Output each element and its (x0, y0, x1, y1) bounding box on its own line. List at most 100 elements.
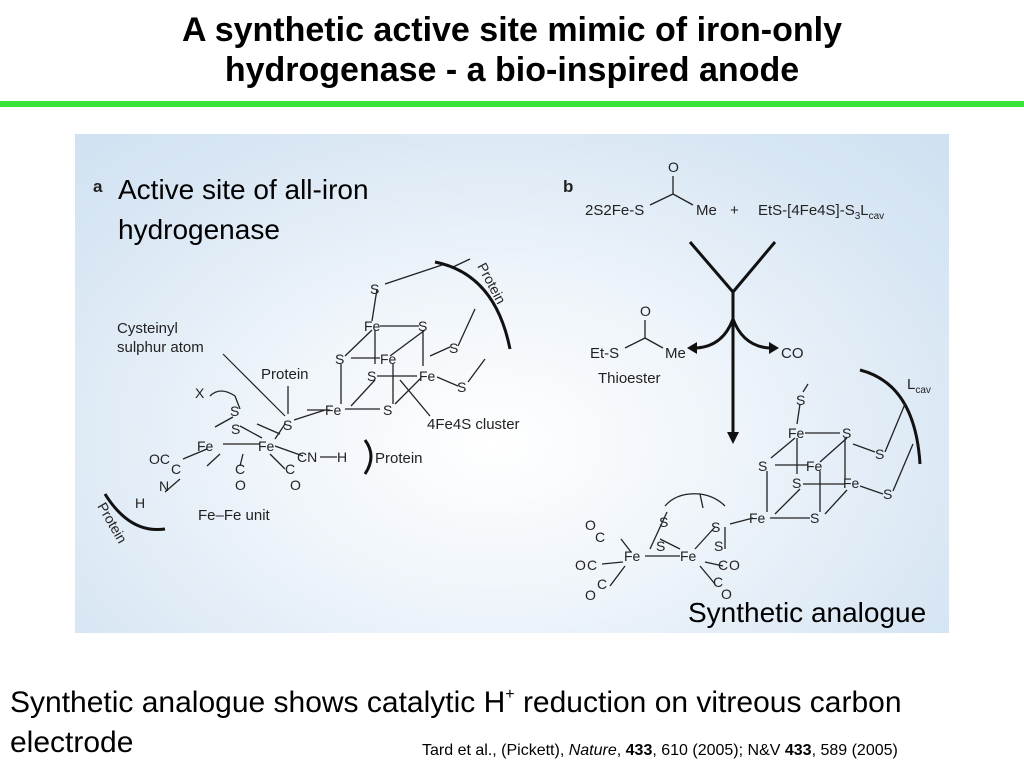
panel-a-caption: Active site of all-iron hydrogenase (118, 170, 448, 250)
atom-fe: Fe (788, 425, 805, 441)
panel-a-cubane-atoms: S Fe S S Fe S S Fe S Fe S (325, 281, 466, 418)
conclusion-part1: Synthetic analogue shows catalytic H (10, 686, 506, 719)
atom-s: S (714, 538, 723, 554)
protein-arc-right (434, 260, 512, 350)
c-me-bond (672, 193, 694, 206)
co-c-1: C (595, 529, 605, 545)
atom-n: N (159, 478, 169, 494)
x-atom: X (195, 385, 205, 401)
citation-nv-volume: 433 (784, 742, 812, 759)
lcav-l: L (907, 376, 915, 393)
atom-s: S (796, 392, 805, 408)
thioester-label: Thioester (598, 370, 661, 387)
atom-fe-left: Fe (624, 548, 641, 564)
co-o-1: O (585, 517, 596, 533)
thioester-ets: Et-S (590, 345, 619, 362)
protein-arc-cn (363, 439, 373, 475)
citation-journal: Nature (568, 742, 617, 759)
oc-2: O (575, 557, 586, 573)
atom-fe: Fe (380, 351, 397, 367)
hydrogenase-figure: a Cysteinyl sulphur atom (75, 134, 949, 633)
atom-s: S (792, 475, 801, 491)
atom-s: S (449, 340, 458, 356)
atom-s: S (383, 402, 392, 418)
atom-s: S (842, 425, 851, 441)
co-o-4: O (729, 557, 740, 573)
reactant-2-sub: 3 (855, 211, 861, 222)
cysteinyl-label-2: sulphur atom (117, 339, 204, 356)
cysteinyl-label-1: Cysteinyl (117, 320, 178, 337)
cn-label: CN (297, 449, 317, 465)
panel-a-cubane-bonds (307, 258, 486, 417)
methyl-label: Me (696, 202, 717, 219)
citation-pages: , 610 (2005); N&V (652, 742, 785, 759)
conclusion-superscript: + (505, 686, 515, 703)
protein-cn-label: Protein (375, 450, 423, 467)
atom-s: S (230, 403, 239, 419)
arrow-head-down (727, 432, 739, 444)
lcav-cav: cav (915, 385, 931, 396)
atom-fe: Fe (843, 475, 860, 491)
panel-b-label: b (563, 177, 573, 196)
panel-b-caption: Synthetic analogue (688, 597, 927, 628)
atom-fe: Fe (749, 510, 766, 526)
atom-fe-right: Fe (258, 438, 275, 454)
cys-s-atom: S (283, 417, 292, 433)
thioester-sc (624, 337, 646, 349)
atom-s: S (659, 514, 668, 530)
slide-title: A synthetic active site mimic of iron-on… (0, 10, 1024, 90)
citation-sep: , (616, 742, 626, 759)
slide-title-line1: A synthetic active site mimic of iron-on… (181, 11, 842, 49)
atom-fe: Fe (419, 368, 436, 384)
protein-top-label: Protein (261, 366, 309, 383)
fefe-unit-label: Fe–Fe unit (198, 507, 271, 524)
atom-s: S (810, 510, 819, 526)
co-c-3: C (597, 576, 607, 592)
oc-left: OC (149, 451, 170, 467)
atom-s: S (367, 368, 376, 384)
protein-arc-left (103, 493, 166, 532)
atom-s: S (758, 458, 767, 474)
slide-title-line2: hydrogenase - a bio-inspired anode (224, 51, 800, 89)
panel-a-caption-line1: Active site of all-iron (118, 174, 369, 205)
co-o-3: O (585, 587, 596, 603)
reaction-arrows (688, 241, 777, 434)
citation-authors: Tard et al., (Pickett), (422, 742, 569, 759)
plus-sign: + (730, 202, 739, 219)
panel-a-caption-line2: hydrogenase (118, 214, 280, 245)
title-underline (0, 101, 1024, 107)
terminal-o: O (290, 477, 301, 493)
thioester-cme (644, 337, 664, 349)
panel-a-label: a (93, 177, 103, 196)
thioester-o: O (640, 303, 651, 319)
panel-b-fefe-bonds (601, 493, 726, 587)
lcav-arc (859, 368, 922, 465)
reactant-1: 2S2Fe-S (585, 202, 644, 219)
cysteinyl-pointer (222, 353, 286, 417)
citation-nv-pages: , 589 (2005) (811, 742, 898, 759)
reactant-2-cav: cav (869, 211, 885, 222)
atom-fe-right: Fe (680, 548, 697, 564)
atom-s: S (370, 281, 379, 297)
atom-c: C (171, 461, 181, 477)
terminal-c: C (285, 461, 295, 477)
carbonyl-o: O (668, 159, 679, 175)
co-c-4: C (718, 557, 728, 573)
atom-s: S (711, 519, 720, 535)
bridging-c: C (235, 461, 245, 477)
atom-fe: Fe (364, 318, 381, 334)
co-c-5: C (713, 574, 723, 590)
reactant-2-l: L (860, 202, 868, 219)
oc-c-2: C (587, 557, 597, 573)
bridging-o: O (235, 477, 246, 493)
atom-s: S (418, 318, 427, 334)
co-product: CO (781, 345, 804, 362)
atom-s: S (656, 538, 665, 554)
thioester-me: Me (665, 345, 686, 362)
reactant-2-main: EtS-[4Fe4S]-S (758, 202, 855, 219)
conclusion-part2: reduction on vitreous carbon electrode (10, 686, 902, 759)
citation: Tard et al., (Pickett), Nature, 433, 610… (422, 740, 898, 762)
atom-fe: Fe (806, 458, 823, 474)
atom-fe-left: Fe (197, 438, 214, 454)
panel-b-cubane-atoms: S Fe S S Fe S S Fe S Fe S (749, 392, 892, 526)
